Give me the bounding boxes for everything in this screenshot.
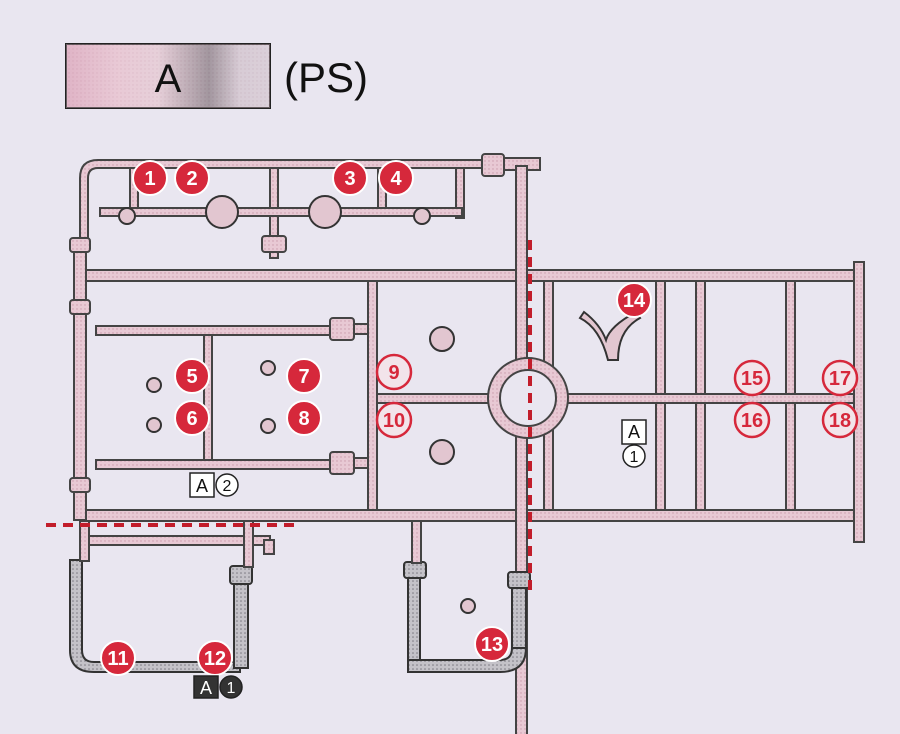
part-badge-15: 15 — [733, 359, 771, 397]
small-parts — [118, 195, 642, 614]
tag-bottom-number: 1 — [227, 680, 236, 697]
part-badge-5: 5 — [174, 358, 210, 394]
part-number-3: 3 — [344, 168, 355, 190]
part-number-1: 1 — [144, 168, 155, 190]
part-number-9: 9 — [388, 362, 399, 384]
part-badge-3: 3 — [332, 160, 368, 196]
part-number-2: 2 — [186, 168, 197, 190]
part-number-5: 5 — [186, 366, 197, 388]
runner-frame — [69, 153, 865, 734]
tag-bottom: A 1 — [193, 675, 243, 699]
part-badge-9: 9 — [375, 353, 413, 391]
part-number-11: 11 — [107, 648, 128, 670]
part-badge-4: 4 — [378, 160, 414, 196]
part-number-18: 18 — [829, 410, 851, 432]
part-badge-1: 1 — [132, 160, 168, 196]
part-number-4: 4 — [390, 168, 402, 190]
runner-letter: A — [155, 57, 182, 101]
part-number-12: 12 — [204, 648, 226, 670]
part-badge-13: 13 — [474, 626, 510, 662]
part-number-14: 14 — [623, 290, 646, 312]
cut-lines — [46, 240, 532, 596]
part-number-16: 16 — [741, 410, 763, 432]
part-badge-2: 2 — [174, 160, 210, 196]
tag-bottom-letter: A — [200, 678, 212, 698]
part-badge-11: 11 — [100, 640, 136, 676]
part-number-10: 10 — [383, 410, 405, 432]
part-badge-7: 7 — [286, 358, 322, 394]
part-badge-12: 12 — [197, 640, 233, 676]
tag-right-number: 1 — [630, 449, 639, 466]
gray-runners — [69, 559, 531, 673]
part-badge-6: 6 — [174, 400, 210, 436]
part-badge-14: 14 — [616, 282, 652, 318]
lower-pink-runner — [79, 520, 422, 568]
runner-header: A (PS) — [65, 43, 368, 109]
tag-right-letter: A — [628, 422, 640, 442]
part-number-13: 13 — [481, 634, 503, 656]
tag-right: A 1 — [621, 419, 647, 468]
tag-main: A 2 — [189, 472, 239, 498]
part-number-7: 7 — [298, 366, 309, 388]
tag-main-letter: A — [196, 476, 208, 496]
part-badge-17: 17 — [821, 359, 859, 397]
runner-tags: A 2 A 1 A 1 — [189, 419, 647, 699]
part-number-8: 8 — [298, 408, 309, 430]
part-badge-8: 8 — [286, 400, 322, 436]
part-number-17: 17 — [829, 368, 851, 390]
part-badge-18: 18 — [821, 401, 859, 439]
tag-main-number: 2 — [223, 478, 232, 495]
part-number-15: 15 — [741, 368, 763, 390]
part-badge-16: 16 — [733, 401, 771, 439]
part-badge-10: 10 — [375, 401, 413, 439]
part-number-6: 6 — [186, 408, 197, 430]
material-label: (PS) — [284, 54, 368, 101]
